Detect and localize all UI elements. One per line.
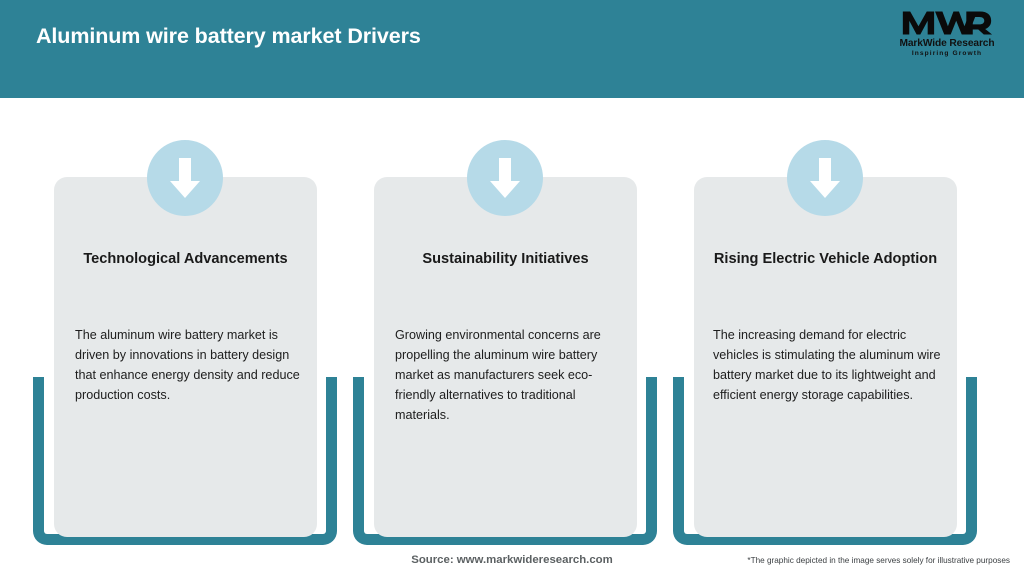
card-panel	[374, 177, 637, 537]
card-frame-accent	[353, 377, 657, 545]
card-panel	[694, 177, 957, 537]
down-arrow-icon	[787, 140, 863, 216]
card-heading: Sustainability Initiatives	[422, 251, 589, 267]
driver-card-2: Sustainability Initiatives Growing envir…	[353, 98, 657, 548]
card-heading: Technological Advancements	[83, 251, 288, 267]
header-band	[0, 0, 1024, 98]
card-body-text: The increasing demand for electric vehic…	[713, 328, 941, 402]
card-heading: Rising Electric Vehicle Adoption	[713, 251, 938, 267]
logo-tagline: Inspiring Growth	[911, 50, 983, 57]
drivers-card-row: Technological Advancements The aluminum …	[0, 98, 1024, 545]
down-arrow-icon	[467, 140, 543, 216]
card-panel	[54, 177, 317, 537]
card-frame-accent	[673, 377, 977, 545]
down-arrow-icon	[147, 140, 223, 216]
card-body-text: The aluminum wire battery market is driv…	[75, 328, 300, 402]
logo-company-name: MarkWide Research	[899, 38, 995, 49]
card-body-text: Growing environmental concerns are prope…	[395, 328, 601, 422]
disclaimer-label: *The graphic depicted in the image serve…	[747, 556, 1010, 565]
source-label: Source: www.markwideresearch.com	[411, 554, 613, 566]
mwr-monogram-icon	[902, 11, 993, 35]
driver-card-3: Rising Electric Vehicle Adoption The inc…	[673, 98, 977, 548]
page-title: Aluminum wire battery market Drivers	[36, 24, 421, 48]
card-frame-accent	[33, 377, 337, 545]
brand-logo: MarkWide Research Inspiring Growth	[888, 9, 1006, 63]
driver-card-1: Technological Advancements The aluminum …	[33, 98, 337, 548]
